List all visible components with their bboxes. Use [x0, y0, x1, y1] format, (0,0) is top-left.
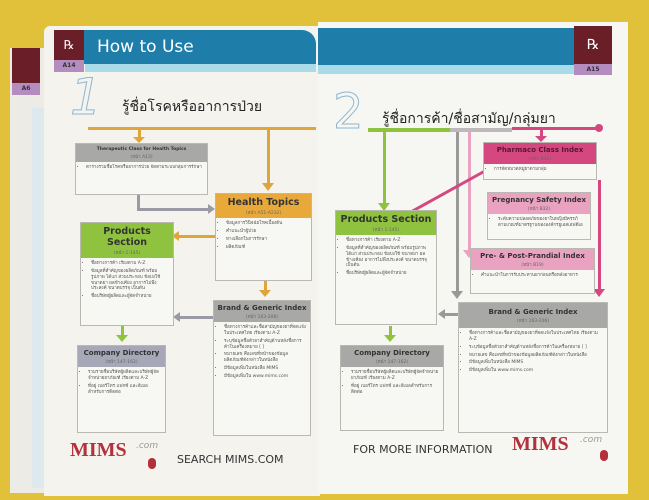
pharmaco-class-index-box: Pharmaco Class Index(หน้า B32) การจัดหมว…: [483, 142, 597, 180]
mouse-icon: [148, 458, 156, 469]
rx-logo-icon: ℞: [54, 30, 84, 60]
page-number-right: A15: [574, 64, 612, 75]
box-title: Therapeutic Class for Health Topics: [96, 147, 187, 152]
products-section-box: Products Section(หน้า 1-145) ชื่อทางการค…: [80, 222, 174, 326]
box-title: Brand & Generic Index: [217, 304, 307, 312]
step-number-1: 1: [70, 68, 103, 126]
page-title: How to Use: [97, 37, 194, 57]
step-number-2: 2: [333, 84, 365, 140]
mouse-icon: [600, 450, 608, 461]
box-title: Pregnancy Safety Index: [492, 196, 586, 204]
pre-post-prandial-index-box: Pre- & Post-Prandial Index(หน้า B19) คำแ…: [470, 248, 595, 294]
box-title: Brand & Generic Index: [488, 308, 578, 316]
mims-logo-tag: .com: [136, 441, 159, 451]
header-bar-right: [318, 28, 574, 65]
box-title: Company Directory: [83, 349, 160, 357]
therapeutic-class-box: Therapeutic Class for Health Topics(หน้า…: [75, 143, 208, 195]
page-number-left: A14: [54, 60, 84, 72]
mims-logo: MIMS: [70, 439, 127, 461]
box-title: Pre- & Post-Prandial Index: [480, 252, 585, 260]
brand-generic-index-box: Brand & Generic Index(หน้า 163-206) ชื่อ…: [213, 300, 311, 436]
mims-logo-tag-right: .com: [580, 435, 603, 445]
box-title: Pharmaco Class Index: [496, 146, 584, 154]
prev-page-number: A6: [12, 83, 40, 95]
health-topics-box: Health Topics(หน้า A51-A232) ข้อมูลการวิ…: [215, 193, 312, 281]
box-title: Products Section: [340, 214, 432, 225]
step-title-2: รู้ชื่อการค้า/ชื่อสามัญ/กลุ่มยา: [382, 111, 556, 127]
box-title: Health Topics: [227, 197, 300, 208]
search-mims-text: SEARCH MIMS.COM: [177, 453, 284, 466]
company-directory-box-right: Company Directory(หน้า 147-162) รวมรายชื…: [340, 345, 444, 431]
pregnancy-safety-index-box: Pregnancy Safety Index(หน้า B32) ระดับคว…: [487, 192, 591, 240]
company-directory-box: Company Directory(หน้า 147-162) รวมรายชื…: [77, 345, 166, 433]
box-title: Products Section: [103, 226, 151, 248]
header-bar: [54, 30, 316, 64]
products-section-box-right: Products Section(หน้า 1-145) ชื่อทางการค…: [335, 210, 437, 325]
rx-logo-icon: ℞: [574, 26, 612, 64]
mims-logo-right: MIMS: [512, 433, 569, 455]
step-title-1: รู้ชื่อโรคหรืออาการป่วย: [122, 99, 263, 115]
brand-generic-index-box-right: Brand & Generic Index(หน้า 163-206) ชื่อ…: [458, 302, 608, 433]
for-more-information-text: FOR MORE INFORMATION: [353, 443, 493, 456]
box-title: Company Directory: [354, 349, 430, 357]
